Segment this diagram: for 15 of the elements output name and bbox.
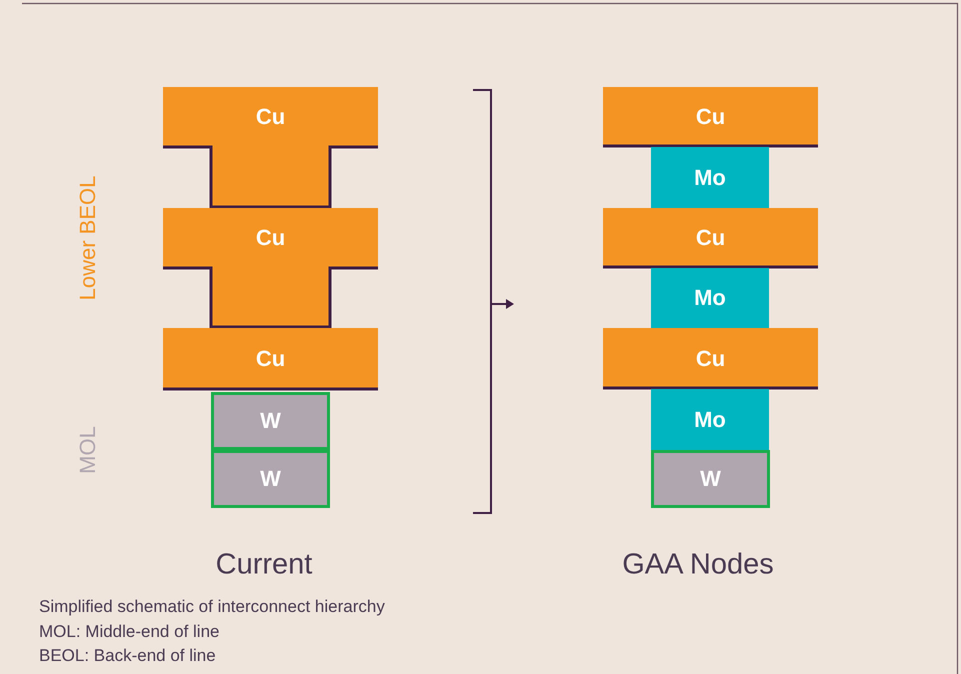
layer-group-label: MOL — [77, 426, 99, 474]
tungsten-contact: W — [651, 450, 770, 508]
tungsten-contact: W — [211, 392, 330, 450]
caption-line: BEOL: Back-end of line — [39, 647, 216, 664]
copper-line-with-via: Cu — [163, 87, 378, 208]
column-heading: Current — [216, 550, 312, 580]
caption-line: MOL: Middle-end of line — [39, 623, 220, 640]
molybdenum-via: Mo — [651, 389, 769, 450]
copper-line-with-via: Cu — [163, 208, 378, 328]
molybdenum-via: Mo — [651, 147, 769, 208]
column-heading: GAA Nodes — [622, 550, 774, 580]
molybdenum-via: Mo — [651, 268, 769, 328]
layer-group-label: Lower BEOL — [77, 176, 99, 300]
caption-line: Simplified schematic of interconnect hierarchy — [39, 598, 385, 615]
tungsten-contact: W — [211, 450, 330, 508]
